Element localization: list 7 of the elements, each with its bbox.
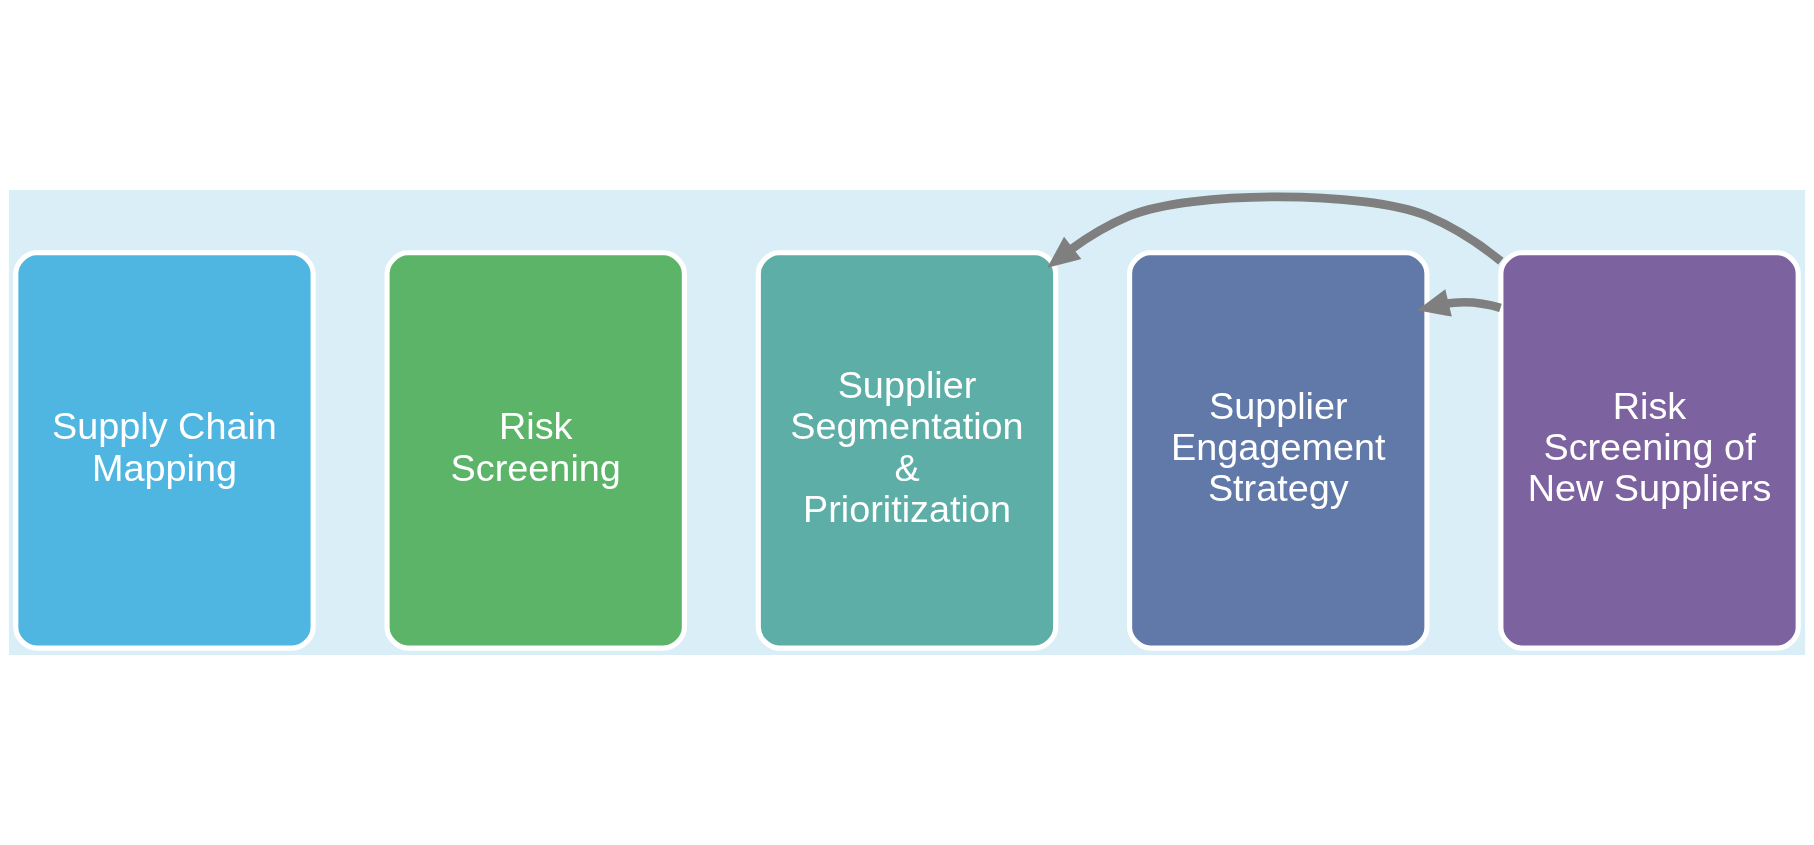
node-box: Supplier Engagement Strategy [1127,250,1430,651]
arrow [1417,289,1502,317]
node-box: Supply Chain Mapping [13,250,316,651]
node-box: Supplier Segmentation & Prioritization [755,250,1059,651]
arrow [1047,192,1504,268]
node-box: Risk Screening [384,250,687,651]
node-box: Risk Screening of New Suppliers [1498,250,1801,651]
